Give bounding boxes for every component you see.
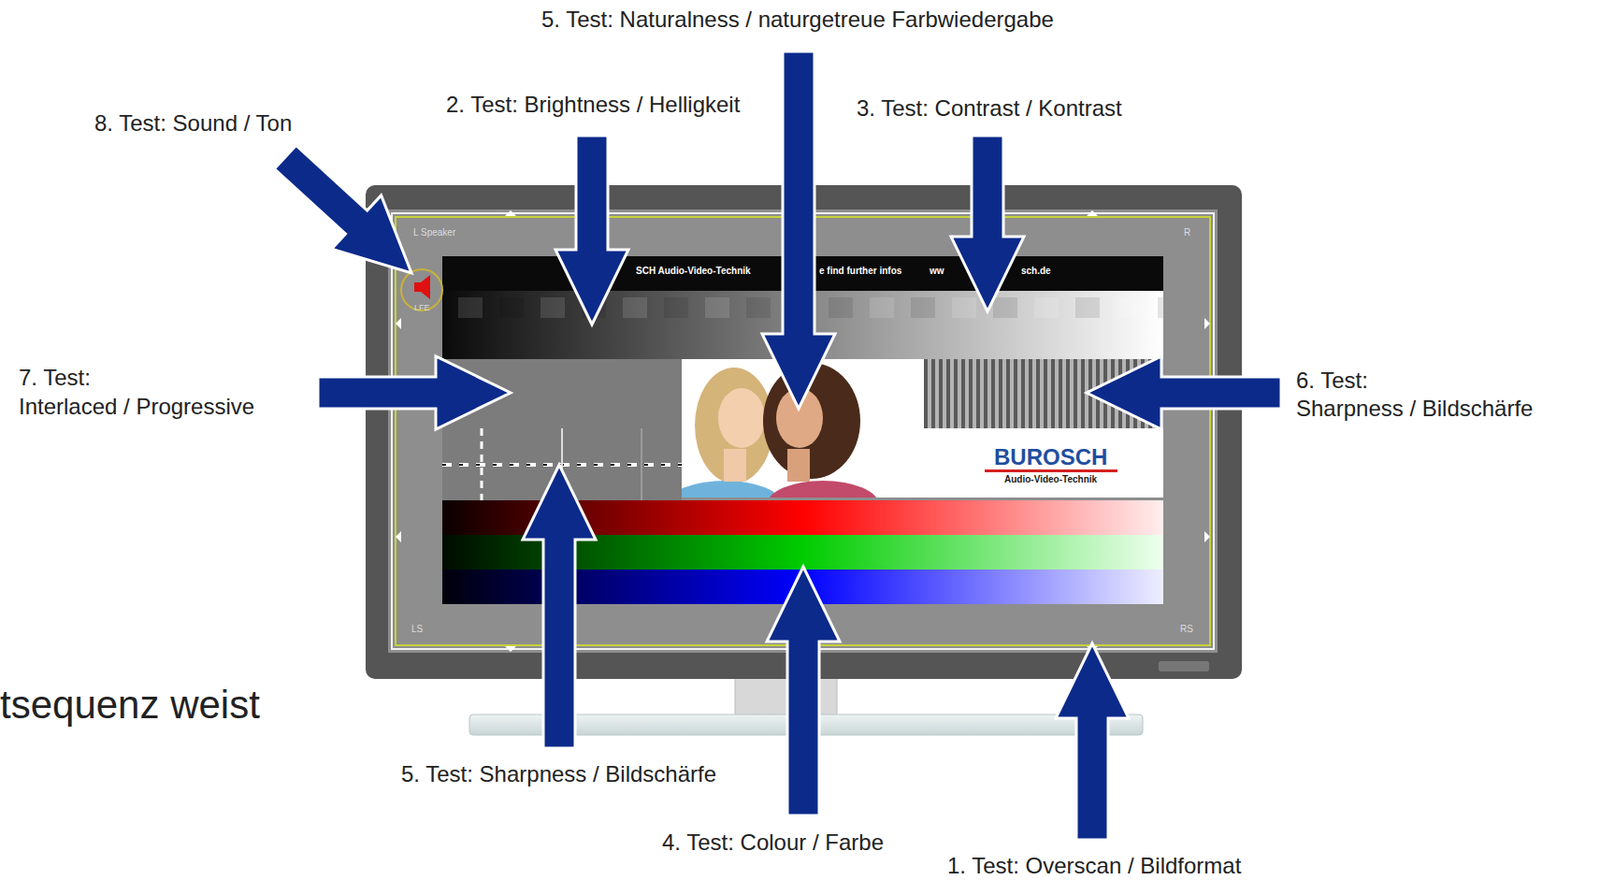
callout-label: 1. Test: Overscan / Bildformat: [947, 853, 1241, 879]
callout-label: 2. Test: Brightness / Helligkeit: [446, 90, 740, 118]
channel-label: RS: [1180, 623, 1194, 635]
callout-label: 7. Test: Interlaced / Progressive: [18, 362, 255, 421]
callout-label: 3. Test: Contrast / Kontrast: [856, 94, 1123, 122]
callout-arrow: [317, 356, 511, 430]
callout-arrow: [555, 135, 629, 325]
channel-label: L Speaker: [413, 227, 456, 239]
logo-text: BUROSCH: [994, 443, 1108, 471]
callout-label: 4. Test: Colour / Farbe: [662, 828, 884, 856]
channel-label: LFE: [414, 302, 431, 314]
channel-label: R: [1183, 227, 1191, 239]
cut-off-text: tsequenz weist: [0, 681, 260, 729]
banner-text: e find further infos: [819, 265, 902, 277]
callout-arrow: [762, 51, 836, 409]
channel-label: LS: [411, 623, 423, 635]
callout-arrow: [1086, 356, 1282, 430]
callout-label: 5. Test: Sharpness / Bildschärfe: [401, 760, 717, 788]
banner-text: sch.de: [1021, 265, 1052, 277]
logo-subtitle: Audio-Video-Technik: [1004, 474, 1097, 486]
banner-text: SCH Audio-Video-Technik: [635, 265, 751, 277]
banner-text: ww: [929, 265, 945, 277]
callout-arrow: [273, 145, 412, 274]
callout-label: 6. Test: Sharpness / Bildschärfe: [1296, 366, 1533, 423]
callout-label: 8. Test: Sound / Ton: [94, 109, 292, 137]
callout-arrow: [766, 566, 840, 816]
callout-arrow: [951, 135, 1024, 312]
callout-arrow: [1055, 643, 1129, 840]
callout-label: 5. Test: Naturalness / naturgetreue Farb…: [541, 5, 1054, 33]
callout-arrow: [522, 464, 596, 749]
